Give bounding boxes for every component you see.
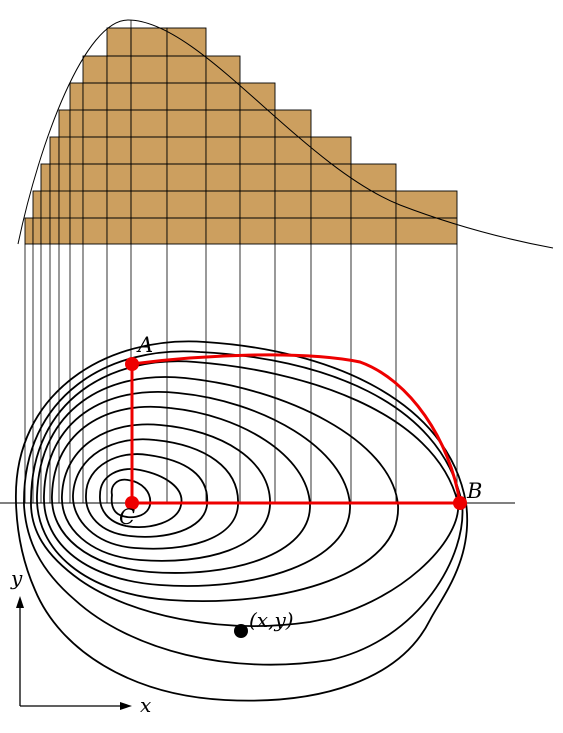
contour-level — [36, 376, 399, 602]
path-a-to-b — [131, 353, 462, 504]
point-b-marker — [453, 496, 467, 510]
histogram-column — [130, 27, 168, 245]
label-y-axis: y — [10, 566, 23, 590]
x-axis-arrowhead — [120, 702, 132, 710]
y-axis-arrowhead — [16, 596, 24, 608]
histogram-column — [310, 136, 352, 245]
contour-level — [110, 478, 152, 519]
point-a-marker — [125, 357, 139, 371]
contour-level — [72, 438, 239, 550]
histogram-column — [40, 163, 51, 245]
label-b: B — [466, 479, 482, 503]
histogram-column — [24, 217, 34, 245]
histogram-column — [106, 27, 132, 245]
histogram-column — [166, 27, 207, 245]
contour-level — [51, 405, 311, 574]
histogram-column — [205, 55, 241, 245]
histogram-column — [69, 82, 84, 245]
contour-level — [85, 453, 208, 538]
histogram-column — [274, 109, 312, 245]
contour-level — [30, 360, 459, 627]
histogram-grid — [33, 55, 457, 219]
contour-level — [15, 340, 469, 702]
sample-point-marker — [234, 624, 248, 638]
point-c-marker — [125, 496, 139, 510]
label-x-axis: x — [140, 693, 151, 717]
histogram-column — [58, 109, 71, 245]
contour-level — [99, 468, 183, 528]
contour-level — [43, 391, 351, 587]
histogram-blocks — [24, 27, 458, 245]
label-a: A — [136, 333, 153, 357]
histogram-column — [49, 136, 60, 245]
label-c: C — [119, 505, 135, 529]
histogram-column — [395, 190, 458, 245]
density-curve — [17, 19, 554, 249]
histogram-column — [350, 163, 397, 245]
contour-level — [23, 350, 464, 666]
histogram-column — [82, 55, 108, 245]
contour-level — [61, 423, 271, 562]
label-sample-point: (x,y) — [249, 608, 294, 632]
projection-lines — [24, 20, 458, 503]
histogram-column — [239, 82, 276, 245]
contour-lines — [15, 340, 469, 702]
histogram-column — [32, 190, 42, 245]
